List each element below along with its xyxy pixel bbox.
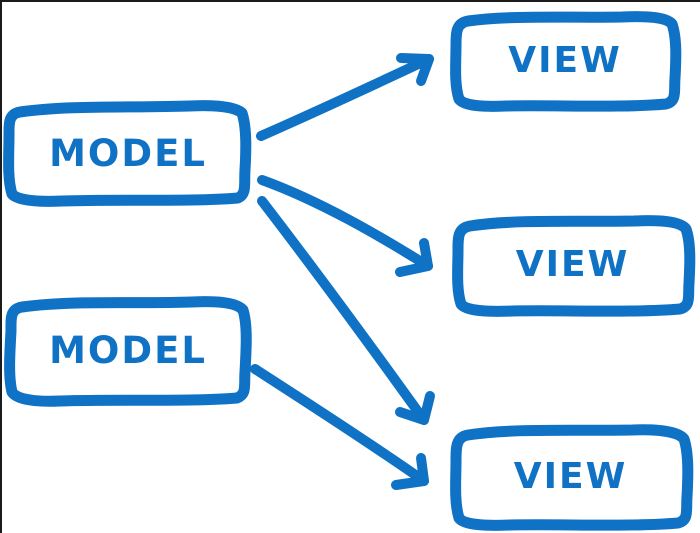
frame-top-border xyxy=(0,0,700,2)
edge-model1-view2 xyxy=(257,175,433,277)
node-model-2[interactable] xyxy=(4,296,252,407)
node-view-3[interactable] xyxy=(450,424,694,531)
edge-model2-view3 xyxy=(250,364,429,490)
frame-left-border xyxy=(0,0,2,533)
edge-model1-view3 xyxy=(257,196,435,425)
node-model-1[interactable] xyxy=(3,100,252,207)
node-view-1[interactable] xyxy=(450,11,682,112)
node-view-2[interactable] xyxy=(452,215,696,317)
edge-model1-view1 xyxy=(256,53,434,141)
